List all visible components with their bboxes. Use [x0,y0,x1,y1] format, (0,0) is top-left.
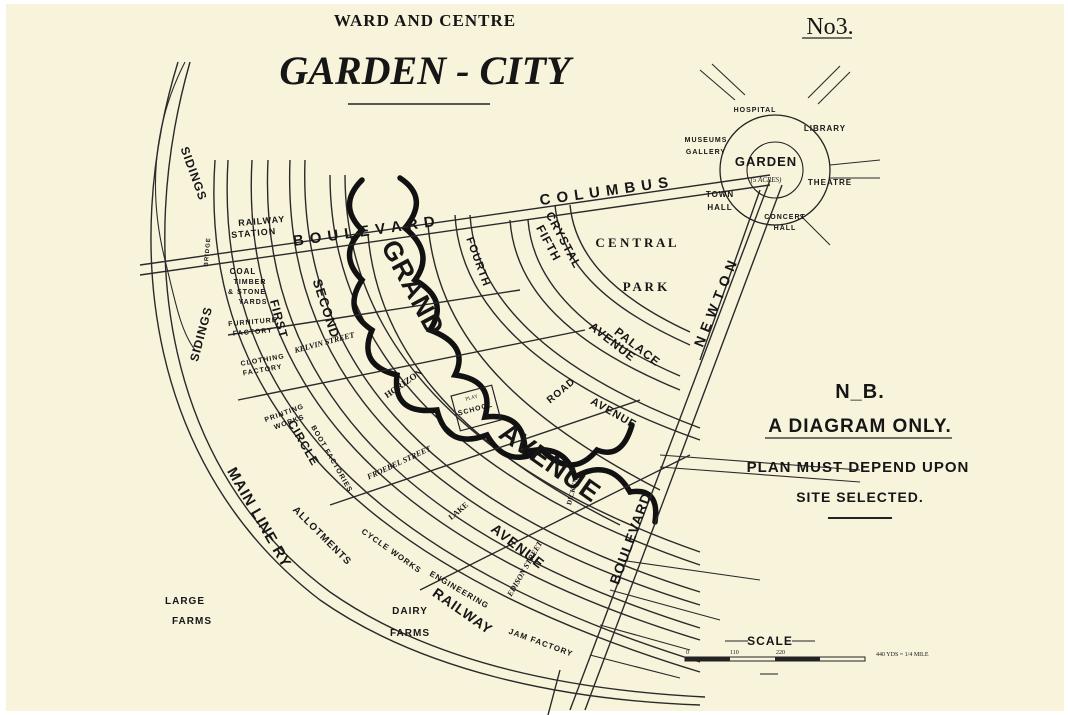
label-yards: YARDS [239,299,268,306]
label-dairy: DAIRY [392,606,428,617]
outer-spokes [589,454,861,679]
plate-number: No3. [806,14,853,40]
label-large: LARGE [165,596,205,607]
scale-tick-220: 220 [776,650,785,656]
label-hospital: HOSPITAL [734,107,777,114]
main-line-railway [150,61,706,706]
label-main-line: MAIN LINE RY [223,465,294,571]
scale-label: SCALE [747,634,793,648]
scale-tick-110: 110 [730,650,739,656]
label-large-farms: FARMS [172,616,212,627]
label-dairy-farms: FARMS [390,628,430,639]
label-grand: GRAND [375,235,450,341]
garden-centre [699,63,881,246]
label-museums: MUSEUMS [685,137,728,144]
map-sheet [6,4,1064,711]
label-fourth-road: ROAD [545,376,578,406]
label-play: PLAY [465,394,479,402]
label-theatre: THEATRE [808,178,852,187]
label-central: C E N T R A L [595,235,676,250]
label-second: SECOND [310,277,343,340]
scale-tick-0: 0 [686,650,689,656]
note-site-selected: SITE SELECTED. [796,489,924,505]
label-concert-hall: HALL [774,225,797,232]
label-library: LIBRARY [804,124,846,133]
label-allotments: ALLOTMENTS [290,505,353,568]
label-jam-factory: JAM FACTORY [507,627,574,659]
label-boulevard-right: BOULEVARD [606,490,654,586]
scale-bar: SCALE 0 110 220 440 YDS = 1/4 MILE [684,634,929,675]
scale-caption: 440 YDS = 1/4 MILE [876,652,929,658]
label-bridge: BRIDGE [204,237,213,267]
label-cycle-works: CYCLE WORKS [360,527,423,575]
label-boulevard-top: B O U L E V A R D [292,213,437,250]
note-diagram-only: A DIAGRAM ONLY. [768,416,952,437]
page-title: GARDEN - CITY [279,48,574,93]
label-stone: & STONE [228,289,266,296]
label-town-hall: HALL [707,203,732,212]
supertitle: WARD AND CENTRE [334,11,516,30]
label-railway-station-1: RAILWAY [238,214,286,228]
note-plan-depends: PLAN MUST DEPEND UPON [747,459,970,476]
label-railway-station-2: STATION [231,226,277,240]
label-sidings-left: SIDINGS [187,305,215,363]
label-columbus: C O L U M B U S [539,174,671,209]
label-sidings-top: SIDINGS [178,145,210,203]
note-nb: N_B. [835,381,885,403]
label-furniture-factory: FACTORY [233,327,274,337]
grand-avenue [346,175,661,526]
label-gallery: GALLERY [686,149,726,156]
label-fourth: FOURTH [463,236,492,289]
radial-roads [139,174,783,715]
label-furniture: FURNITURE [228,317,278,328]
label-timber: TIMBER [234,279,267,286]
label-town: TOWN [706,190,734,199]
label-fourth-avenue: AVENUE [588,395,638,431]
label-park: P A R K [623,279,668,294]
label-garden-acres: (5 ACRES) [751,176,782,184]
label-garden: GARDEN [735,154,797,169]
label-concert: CONCERT [764,214,806,221]
label-coal: COAL [230,267,257,276]
label-kelvin-street: KELVIN STREET [292,330,356,355]
label-newton: N E W T O N [691,257,741,349]
